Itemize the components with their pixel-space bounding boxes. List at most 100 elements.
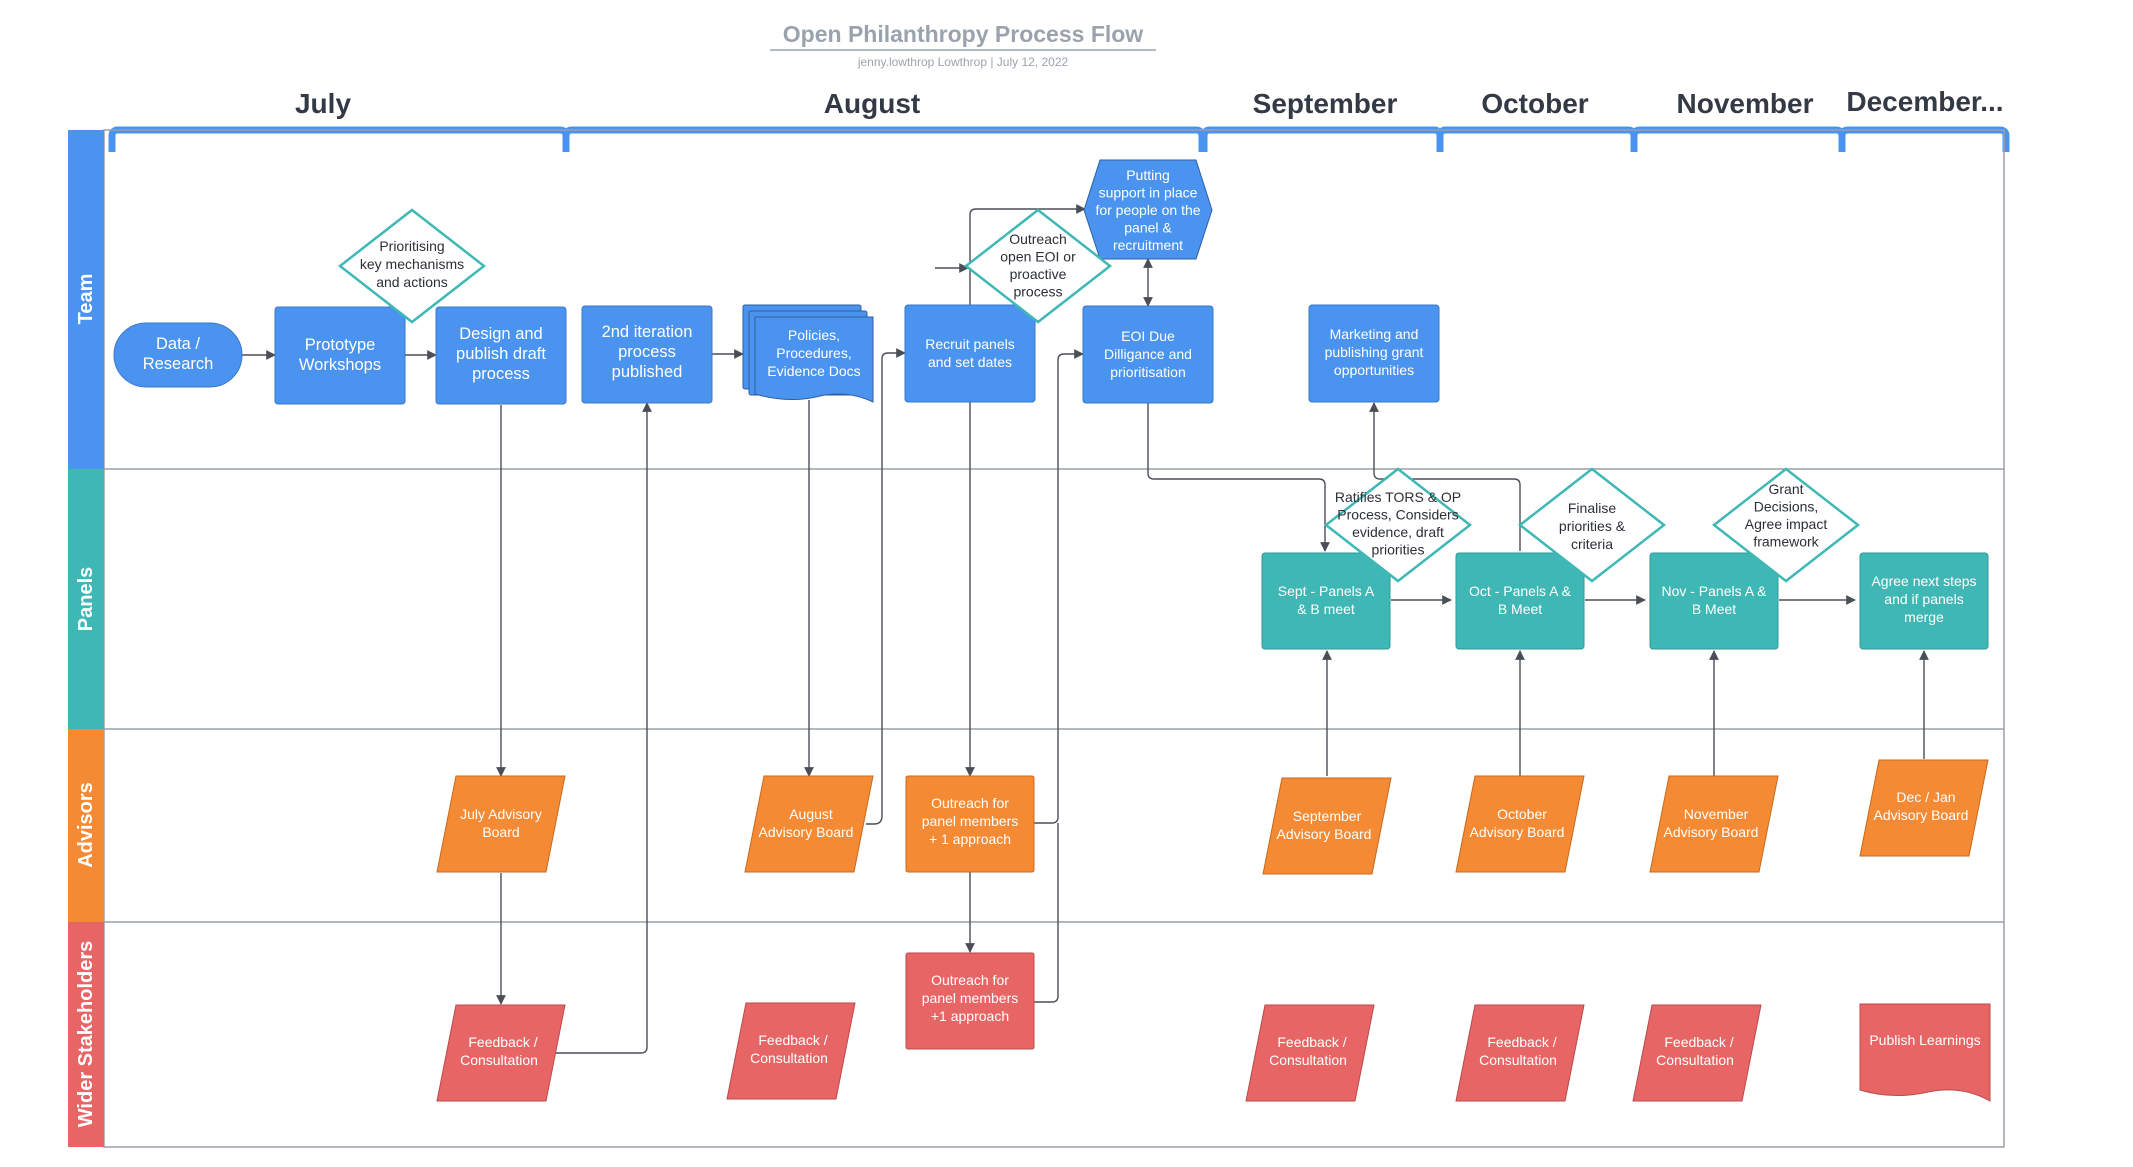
- node-feedback-consultation-october[interactable]: Feedback /Consultation: [1455, 1004, 1585, 1102]
- node-data-research[interactable]: Data /Research: [113, 322, 243, 388]
- connector-outreach-adv-to-eoi: [1034, 349, 1084, 824]
- lane-label-wider: Wider Stakeholders: [75, 941, 97, 1128]
- bracket-november: [1630, 126, 1846, 152]
- svg-text:Feedback /Consultation: Feedback /Consultation: [460, 1034, 538, 1068]
- month-label-november: November: [1677, 88, 1814, 119]
- svg-text:Data /Research: Data /Research: [143, 335, 214, 373]
- svg-text:Nov - Panels A &B Meet: Nov - Panels A &B Meet: [1661, 583, 1767, 617]
- swimlanes: Team Panels Advisors Wider Stakeholders: [68, 129, 2005, 1148]
- month-label-december: December...: [1846, 86, 2003, 117]
- document-title: Open Philanthropy Process Flow: [783, 21, 1144, 47]
- svg-text:Feedback /Consultation: Feedback /Consultation: [750, 1032, 828, 1066]
- month-label-october: October: [1481, 88, 1588, 119]
- connector-oct-panels-to-marketing: [1369, 402, 1521, 551]
- month-headers: July August September October November D…: [295, 86, 2004, 119]
- node-nov-panels-meet[interactable]: Nov - Panels A &B Meet: [1649, 552, 1779, 650]
- lane-label-advisors: Advisors: [75, 782, 97, 868]
- lane-header-team: [68, 130, 104, 469]
- lane-label-team: Team: [75, 274, 97, 325]
- bracket-october: [1436, 126, 1638, 152]
- node-sept-panels-meet[interactable]: Sept - Panels A& B meet: [1261, 552, 1391, 650]
- svg-text:Sept - Panels A& B meet: Sept - Panels A& B meet: [1278, 583, 1375, 617]
- connector-recruit-to-putting-support: [969, 204, 1086, 305]
- lane-header-wider: [68, 922, 104, 1147]
- bracket-july: [108, 126, 570, 152]
- bracket-september: [1200, 126, 1444, 152]
- bracket-august: [562, 126, 1206, 152]
- svg-text:Publish Learnings: Publish Learnings: [1869, 1032, 1980, 1048]
- svg-text:Policies,Procedures,Evidence D: Policies,Procedures,Evidence Docs: [767, 327, 860, 379]
- svg-text:Oct - Panels A &B Meet: Oct - Panels A &B Meet: [1469, 583, 1572, 617]
- node-feedback-consultation-august[interactable]: Feedback /Consultation: [726, 1002, 856, 1100]
- svg-text:Feedback /Consultation: Feedback /Consultation: [1269, 1034, 1347, 1068]
- node-feedback-consultation-july[interactable]: Feedback /Consultation: [436, 1004, 566, 1102]
- svg-text:Feedback /Consultation: Feedback /Consultation: [1479, 1034, 1557, 1068]
- svg-text:Feedback /Consultation: Feedback /Consultation: [1656, 1034, 1734, 1068]
- month-brackets: [108, 126, 2010, 152]
- node-publish-learnings[interactable]: Publish Learnings: [1859, 1003, 1991, 1102]
- panels-lane-nodes: Sept - Panels A& B meet Oct - Panels A &…: [1261, 467, 1989, 650]
- connector-eoi-to-sept-panels: [1147, 403, 1330, 552]
- wider-lane-nodes: Feedback /Consultation Feedback /Consult…: [436, 952, 1991, 1102]
- connector-feedback-to-iteration: [555, 402, 652, 1054]
- node-policies-procedures-docs[interactable]: Policies,Procedures,Evidence Docs: [742, 304, 874, 403]
- lane-header-panels: [68, 469, 104, 729]
- month-label-august: August: [824, 88, 920, 119]
- node-feedback-consultation-september[interactable]: Feedback /Consultation: [1245, 1004, 1375, 1102]
- lane-header-advisors: [68, 729, 104, 922]
- lane-label-panels: Panels: [75, 567, 97, 631]
- connector-august-board-to-recruit: [866, 348, 906, 825]
- node-feedback-consultation-november[interactable]: Feedback /Consultation: [1632, 1004, 1762, 1102]
- node-oct-panels-meet[interactable]: Oct - Panels A &B Meet: [1455, 552, 1585, 650]
- connectors: [242, 204, 1929, 1054]
- bracket-december: [1838, 126, 2010, 152]
- document-subtitle: jenny.lowthrop Lowthrop | July 12, 2022: [857, 55, 1069, 69]
- month-label-september: September: [1253, 88, 1398, 119]
- connector-outreach-wider-to-eoi: [1034, 823, 1059, 1003]
